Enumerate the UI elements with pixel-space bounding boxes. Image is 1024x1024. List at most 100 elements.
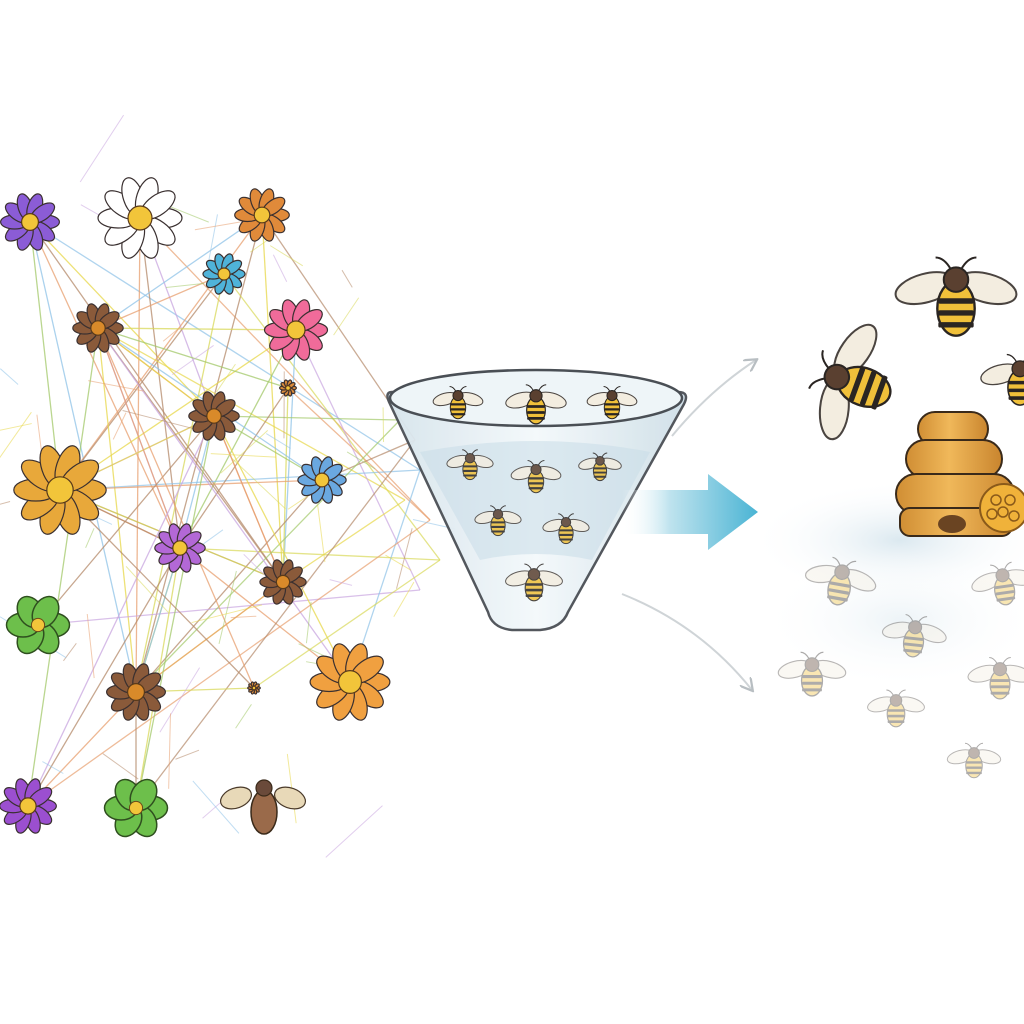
- connection-line: [165, 282, 205, 288]
- main-arrow: [622, 474, 758, 550]
- connection-line: [97, 327, 181, 549]
- faded-bee-icon: [804, 556, 877, 606]
- output-cluster: [750, 256, 1024, 779]
- flower-icon: [97, 177, 183, 259]
- connection-line: [325, 805, 383, 858]
- flower-icon: [309, 643, 391, 721]
- thin-arrow-down: [621, 593, 752, 690]
- connection-line: [97, 327, 137, 693]
- big-bees: [808, 256, 1024, 441]
- connection-line: [79, 114, 125, 183]
- connection-line: [36, 414, 43, 453]
- flower-icon: [263, 299, 329, 361]
- connection-line: [230, 615, 257, 619]
- faded-bee-icon: [777, 651, 847, 697]
- faded-bee-icon: [971, 561, 1024, 606]
- connection-line: [269, 245, 304, 267]
- connection-line: [0, 423, 32, 431]
- connection-line: [125, 566, 169, 613]
- connection-line: [179, 387, 289, 549]
- connection-line: [317, 504, 326, 563]
- bee-icon: [505, 563, 563, 602]
- connection-line: [253, 559, 441, 689]
- connection-line: [172, 345, 214, 376]
- connection-line: [139, 217, 431, 521]
- large-bee-icon: [980, 353, 1024, 406]
- connection-line: [59, 273, 225, 491]
- faded-bee-icon: [867, 689, 925, 728]
- flower-icon: [234, 188, 290, 242]
- flower-icon: [72, 303, 124, 353]
- funnel-bees: [432, 384, 638, 602]
- connection-line: [231, 457, 286, 510]
- connection-line: [210, 453, 277, 458]
- connection-line: [59, 329, 297, 491]
- connection-line: [27, 547, 181, 807]
- flower-icon: [0, 193, 61, 251]
- connection-line: [385, 554, 412, 571]
- leaf-flower-icon: [5, 595, 71, 655]
- connection-line: [80, 204, 100, 216]
- connection-line: [341, 269, 353, 288]
- bee-icon: [510, 460, 562, 494]
- connection-line: [97, 327, 255, 689]
- connection-line: [88, 380, 144, 392]
- large-bee-icon: [894, 256, 1018, 337]
- connection-line: [261, 214, 284, 583]
- flower-icon: [188, 391, 240, 441]
- connection-line: [102, 753, 139, 780]
- connection-line: [213, 415, 284, 583]
- connection-line: [0, 501, 11, 505]
- connection-line: [97, 327, 297, 331]
- connection-line: [37, 589, 421, 626]
- flower-network: [0, 177, 391, 838]
- connection-line: [218, 570, 237, 644]
- connection-line: [29, 221, 181, 549]
- connection-line: [282, 387, 289, 583]
- connection-line: [85, 528, 95, 549]
- bee-icon: [578, 452, 622, 482]
- bee-icon: [432, 386, 484, 420]
- connection-line: [0, 368, 19, 385]
- funnel-filter: [386, 368, 688, 632]
- flower-icon: [105, 663, 166, 721]
- flower-icon: [202, 253, 246, 295]
- connection-line: [27, 327, 99, 807]
- flower-icon: [0, 778, 57, 834]
- connection-line: [29, 221, 137, 693]
- connection-line: [29, 221, 61, 491]
- connection-line: [333, 297, 360, 336]
- connection-line: [135, 217, 141, 693]
- connection-line: [346, 451, 376, 470]
- connection-line: [29, 221, 284, 583]
- leaf-flower-icon: [103, 778, 169, 838]
- bee-icon: [446, 449, 494, 481]
- connection-line: [159, 667, 201, 733]
- connection-line: [86, 613, 95, 679]
- connection-line: [207, 214, 218, 263]
- connection-line: [282, 499, 406, 583]
- connection-line: [396, 528, 413, 589]
- bug-icon: [219, 779, 307, 835]
- connection-line: [213, 415, 401, 421]
- connection-line: [220, 430, 269, 474]
- connection-line: [266, 433, 291, 449]
- connection-line: [235, 704, 252, 729]
- bee-icon: [474, 505, 522, 537]
- connection-line: [192, 780, 240, 834]
- connection-line: [168, 713, 171, 789]
- flower-icon: [297, 456, 347, 504]
- connection-line: [135, 419, 401, 693]
- faded-bees: [777, 556, 1024, 779]
- connection-line: [175, 749, 200, 760]
- connection-line: [42, 761, 64, 774]
- connection-line: [135, 415, 215, 809]
- bee-icon: [542, 513, 590, 545]
- connection-line: [179, 547, 441, 561]
- connection-line: [282, 329, 297, 583]
- connection-line: [162, 326, 181, 342]
- flower-icon: [13, 445, 107, 535]
- flower-icon: [259, 559, 307, 605]
- connection-line: [329, 579, 353, 586]
- flower-icon: [247, 681, 261, 695]
